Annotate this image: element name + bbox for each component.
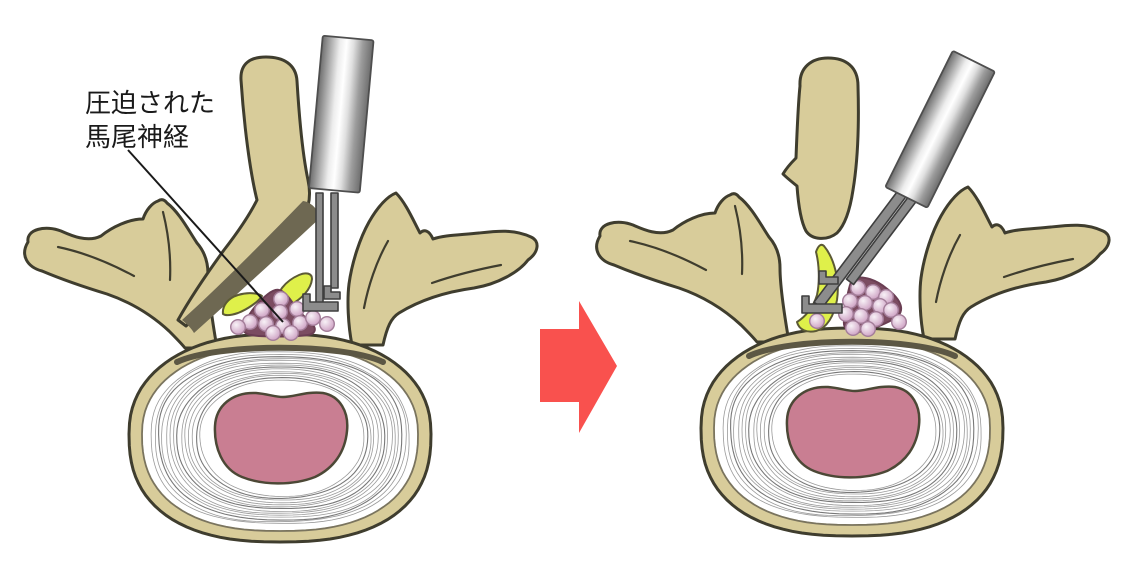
label-compressed-cauda-equina: 圧迫された 馬尾神経 (85, 89, 284, 323)
nerve-rootlet (283, 325, 300, 342)
nerve-rootlets-before (229, 291, 336, 342)
nerve-rootlet (853, 308, 870, 325)
vertebra-after (595, 50, 1111, 536)
nerve-rootlet (809, 313, 826, 330)
label-line2: 馬尾神経 (85, 123, 189, 153)
nerve-rootlet (319, 316, 336, 333)
nerve-rootlet (883, 302, 900, 319)
intervertebral-disc-before (129, 334, 431, 542)
surgical-instrument-after (801, 50, 996, 314)
nerve-rootlet (891, 314, 908, 331)
nerve-rootlet (305, 310, 322, 327)
nerve-rootlet (265, 325, 282, 342)
vertebra-before (23, 34, 539, 542)
nerve-rootlet (845, 320, 862, 337)
label-line1: 圧迫された (85, 89, 215, 119)
arrow-icon (540, 301, 617, 433)
ligamentum-flavum-left-before (221, 292, 263, 317)
nerve-rootlet (229, 319, 246, 336)
nerve-rootlet (860, 321, 877, 338)
intervertebral-disc-after (701, 328, 1003, 536)
surgical-instrument-before (302, 34, 375, 312)
nerve-rootlets-after (809, 280, 908, 338)
label-pointer-line (127, 149, 284, 323)
cut-lamina-edge (182, 201, 320, 333)
nerve-rootlet (289, 301, 306, 318)
spinous-process-after (781, 56, 860, 240)
